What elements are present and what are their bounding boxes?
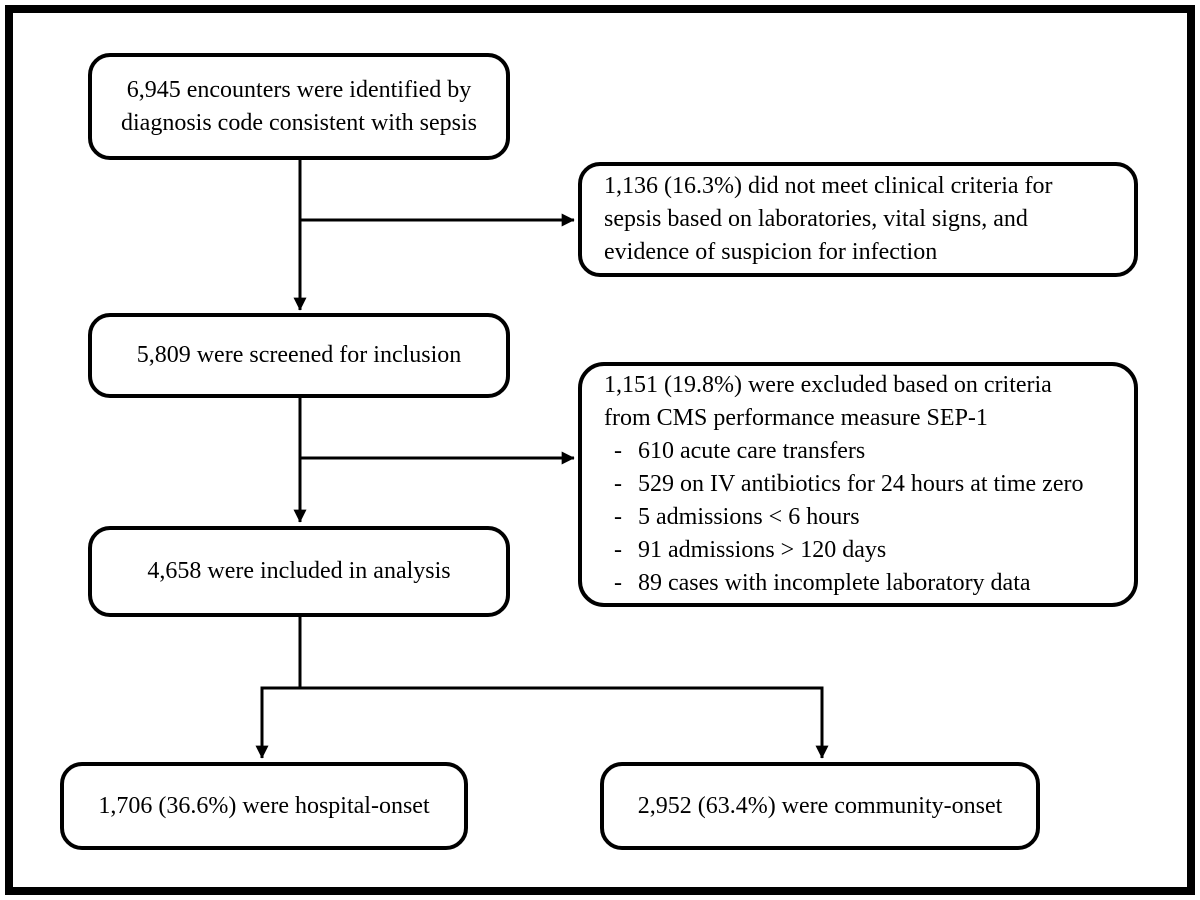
exclusion-item: - 529 on IV antibiotics for 24 hours at … (604, 468, 1083, 501)
box-included-in-analysis: 4,658 were included in analysis (88, 526, 510, 617)
outer-frame (5, 5, 1195, 895)
bullet-dash: - (614, 537, 622, 563)
bullet-dash: - (614, 471, 622, 497)
box-line: sepsis based on laboratories, vital sign… (604, 206, 1028, 232)
box-line: 6,945 encounters were identified by (126, 76, 472, 103)
box-line: 1,151 (19.8%) were excluded based on cri… (604, 372, 1052, 398)
bullet-dash: - (614, 570, 622, 596)
exclusion-item: - 5 admissions < 6 hours (604, 501, 860, 534)
box-excluded-criteria: 1,151 (19.8%) were excluded based on cri… (578, 362, 1138, 607)
box-line: 4,658 were included in analysis (147, 558, 451, 584)
exclusion-item: - 89 cases with incomplete laboratory da… (604, 567, 1031, 600)
exclusion-item-text: 89 cases with incomplete laboratory data (638, 570, 1031, 596)
box-line: 2,952 (63.4%) were community-onset (637, 792, 1003, 819)
bullet-dash: - (614, 504, 622, 530)
box-line: 1,136 (16.3%) did not meet clinical crit… (604, 173, 1053, 199)
exclusion-item: - 91 admissions > 120 days (604, 534, 886, 567)
box-line: evidence of suspicion for infection (604, 239, 938, 265)
box-community-onset: 2,952 (63.4%) were community-onset (600, 762, 1040, 850)
box-line: 1,706 (36.6%) were hospital-onset (98, 792, 430, 819)
exclusion-item: - 610 acute care transfers (604, 435, 865, 468)
box-screened-for-inclusion: 5,809 were screened for inclusion (88, 313, 510, 398)
box-line: diagnosis code consistent with sepsis (121, 109, 477, 136)
bullet-dash: - (614, 438, 622, 464)
box-did-not-meet-criteria: 1,136 (16.3%) did not meet clinical crit… (578, 162, 1138, 277)
exclusion-item-text: 91 admissions > 120 days (638, 537, 887, 563)
exclusion-item-text: 5 admissions < 6 hours (638, 504, 860, 530)
box-line: from CMS performance measure SEP-1 (604, 405, 988, 431)
exclusion-item-text: 529 on IV antibiotics for 24 hours at ti… (638, 471, 1084, 497)
box-line: 5,809 were screened for inclusion (136, 342, 462, 368)
exclusion-item-text: 610 acute care transfers (638, 438, 866, 464)
box-hospital-onset: 1,706 (36.6%) were hospital-onset (60, 762, 468, 850)
box-identified-encounters: 6,945 encounters were identified by diag… (88, 53, 510, 160)
